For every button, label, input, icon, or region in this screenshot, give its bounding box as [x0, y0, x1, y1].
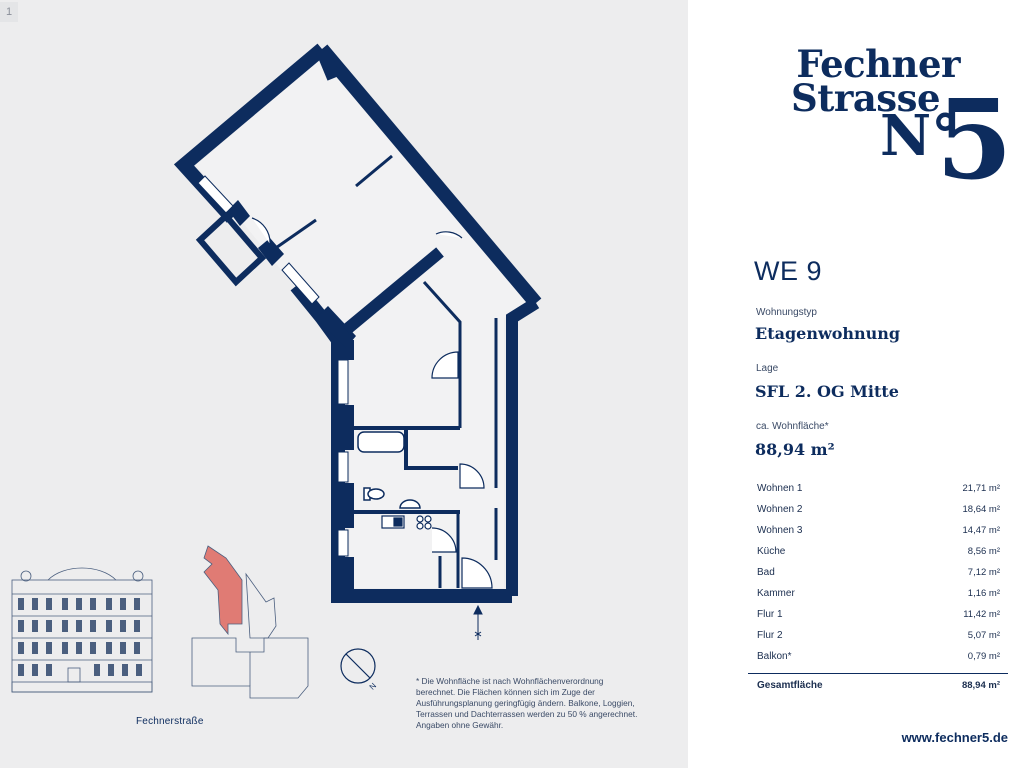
- building-facade: [11, 567, 153, 693]
- north-compass-icon: N: [340, 648, 379, 692]
- table-row: Balkon* 0,79 m²: [748, 646, 1008, 667]
- room-area: 0,79 m²: [967, 651, 1000, 662]
- logo-line-1: Fechner: [796, 42, 960, 86]
- toilet: [363, 487, 385, 501]
- entrance-arrow-icon: [473, 604, 483, 640]
- room-name: Kammer: [757, 588, 795, 599]
- info-panel: [688, 0, 1024, 768]
- street-label: Fechnerstraße: [136, 716, 204, 727]
- room-name: Flur 1: [757, 609, 783, 620]
- table-row: Kammer 1,16 m²: [748, 583, 1008, 604]
- compass-letter: N: [368, 681, 379, 692]
- room-area: 14,47 m²: [962, 525, 1001, 536]
- room-name: Flur 2: [757, 630, 783, 641]
- area-value: 88,94 m²: [755, 440, 835, 459]
- logo-line-3: N°: [880, 103, 960, 169]
- page-number: 1: [0, 2, 18, 22]
- room-name: Wohnen 2: [757, 504, 803, 515]
- table-row: Wohnen 3 14,47 m²: [748, 520, 1008, 541]
- balcony: [195, 211, 267, 287]
- area-footnote: * Die Wohnfläche ist nach Wohnflächenver…: [416, 676, 638, 730]
- room-area: 5,07 m²: [967, 630, 1000, 641]
- room-area: 21,71 m²: [962, 483, 1001, 494]
- area-label: ca. Wohnfläche*: [756, 421, 829, 432]
- interior-walls: [269, 154, 498, 588]
- location-label: Lage: [756, 363, 779, 374]
- room-name: Wohnen 1: [757, 483, 803, 494]
- room-area: 7,12 m²: [967, 567, 1000, 578]
- kitchen-counter: [381, 515, 432, 530]
- type-label: Wohnungstyp: [756, 307, 817, 318]
- room-name: Balkon*: [757, 651, 792, 662]
- floor-plan: [173, 43, 542, 640]
- logo-line-2: Strasse: [791, 76, 940, 120]
- total-row: Gesamtfläche 88,94 m²: [748, 673, 1008, 696]
- table-row: Flur 2 5,07 m²: [748, 625, 1008, 646]
- doors: [251, 217, 493, 589]
- table-row: Bad 7,12 m²: [748, 562, 1008, 583]
- sink: [399, 499, 421, 509]
- bathtub: [357, 431, 405, 453]
- website-link[interactable]: www.fechner5.de: [901, 730, 1008, 745]
- unit-title: WE 9: [754, 256, 823, 286]
- room-area: 11,42 m²: [963, 609, 1000, 620]
- room-name: Bad: [757, 567, 775, 578]
- type-value: Etagenwohnung: [755, 324, 901, 343]
- brand-logo: Fechner Strasse N° 5: [791, 44, 1013, 204]
- table-row: Küche 8,56 m²: [748, 541, 1008, 562]
- table-row: Wohnen 2 18,64 m²: [748, 499, 1008, 520]
- floorplan-panel: 1: [0, 0, 688, 768]
- windows: [197, 175, 349, 557]
- unit-highlight: [203, 545, 243, 636]
- logo-line-4: 5: [936, 75, 1013, 204]
- room-name: Küche: [757, 546, 786, 557]
- room-area: 1,16 m²: [967, 588, 1000, 599]
- room-name: Wohnen 3: [757, 525, 803, 536]
- room-area: 8,56 m²: [967, 546, 1000, 557]
- room-area-table: Wohnen 1 21,71 m² Wohnen 2 18,64 m² Wohnen…: [748, 478, 1008, 696]
- total-area: 88,94 m²: [961, 679, 1000, 691]
- site-plan: [191, 545, 309, 699]
- location-value: SFL 2. OG Mitte: [755, 382, 899, 401]
- total-label: Gesamtfläche: [757, 679, 823, 691]
- room-area: 18,64 m²: [962, 504, 1001, 515]
- table-row: Flur 1 11,42 m²: [748, 604, 1008, 625]
- table-row: Wohnen 1 21,71 m²: [748, 478, 1008, 499]
- wall-blocks: [228, 200, 356, 597]
